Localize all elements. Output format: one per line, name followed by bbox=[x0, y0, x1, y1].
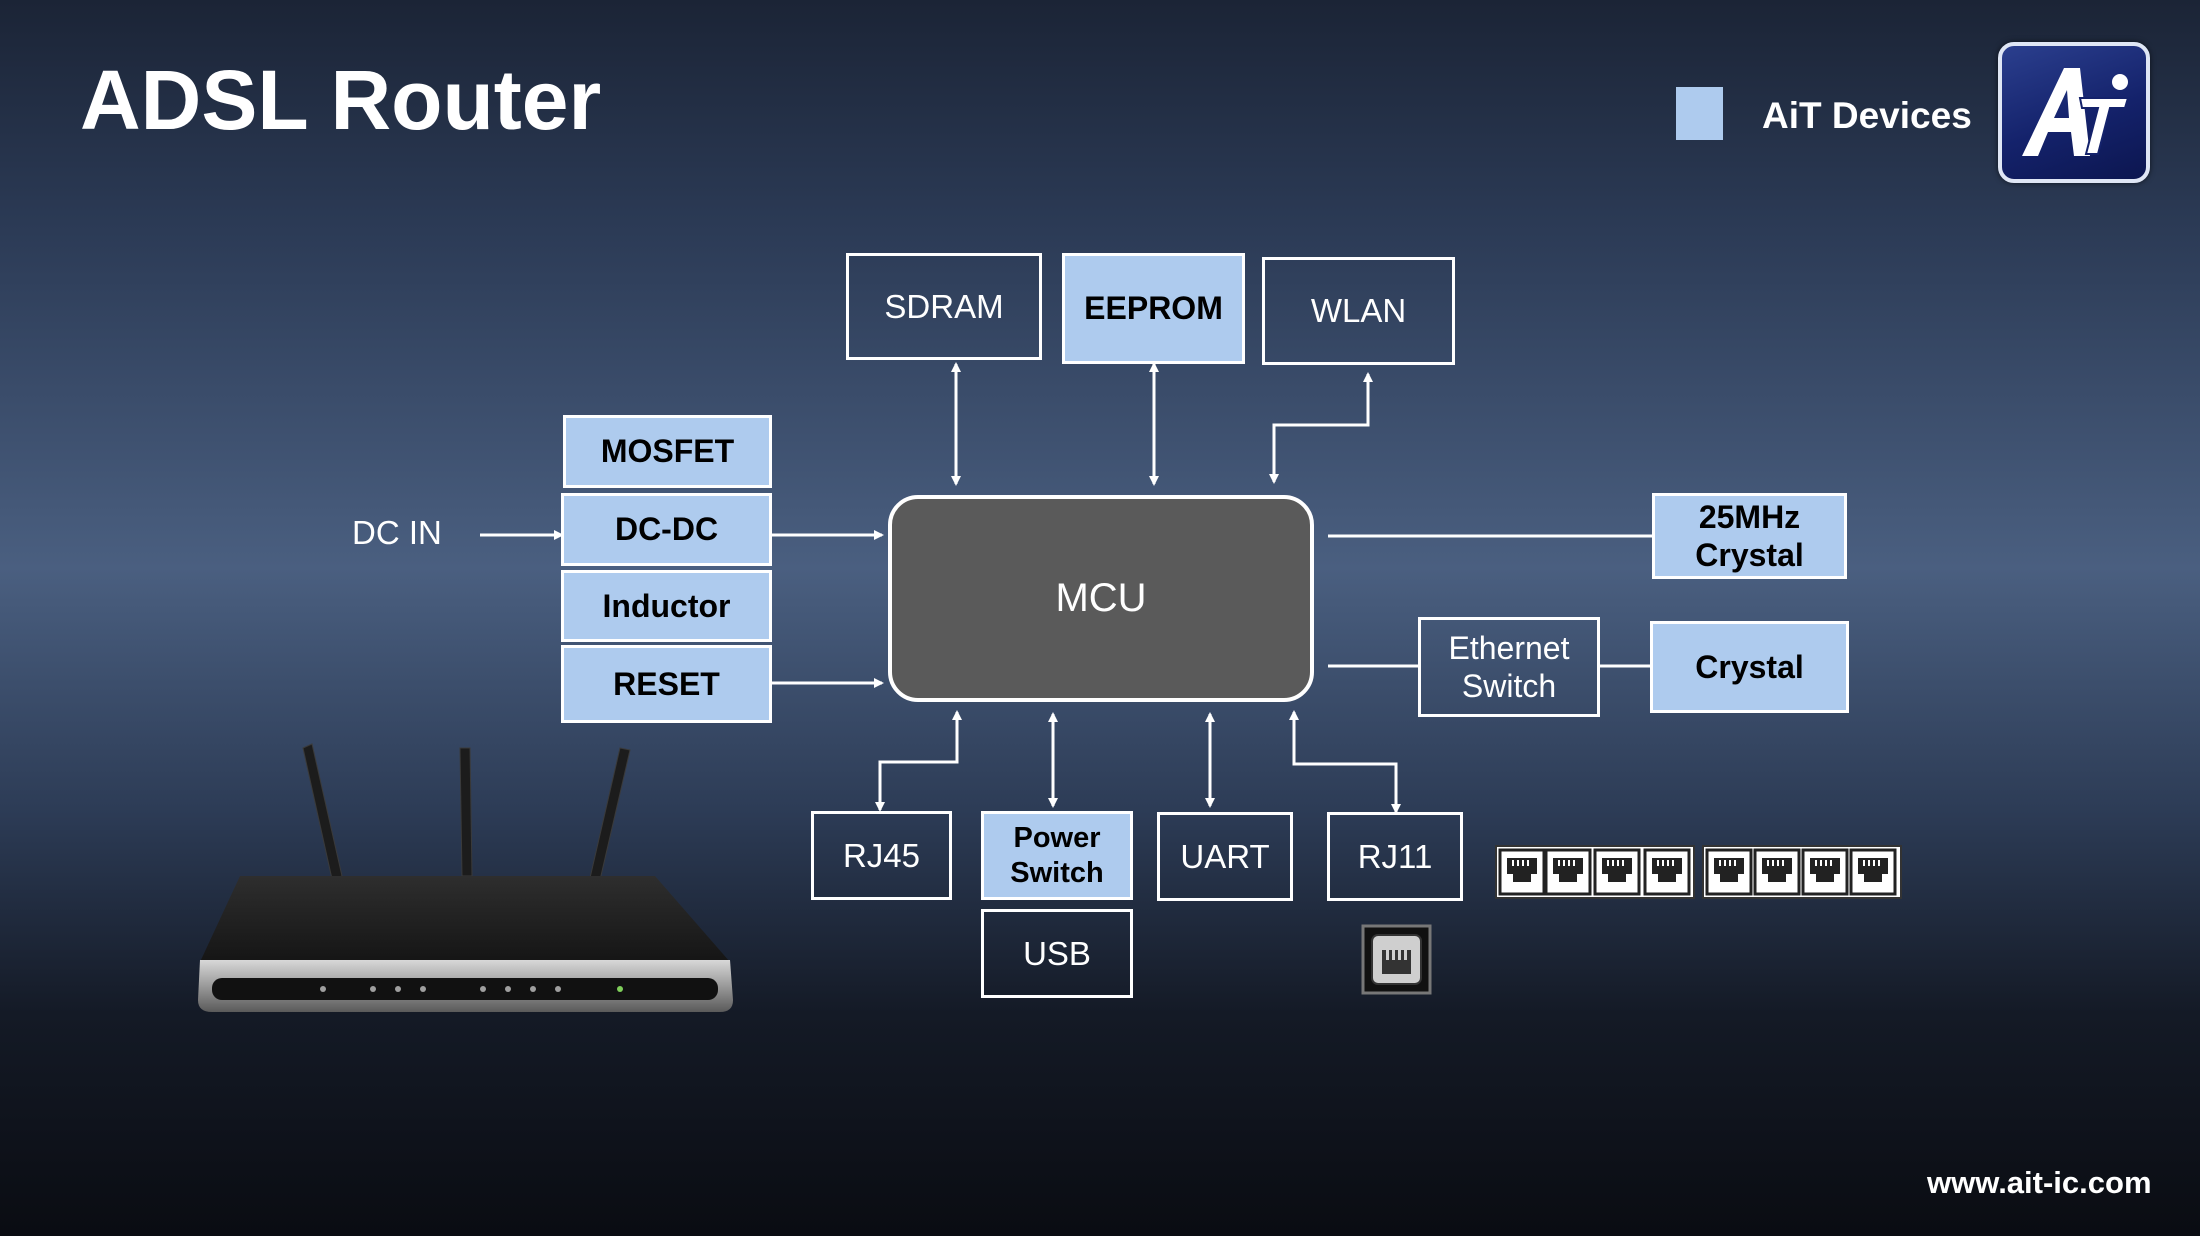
reset-block: RESET bbox=[561, 645, 772, 723]
dcdc-block: DC-DC bbox=[561, 493, 772, 566]
page-title: ADSL Router bbox=[80, 53, 602, 147]
inductor-block: Inductor bbox=[561, 570, 772, 642]
power-switch-block: Power Switch bbox=[981, 811, 1133, 900]
legend-label: AiT Devices bbox=[1762, 95, 1972, 136]
crystal-block: Crystal bbox=[1650, 621, 1849, 713]
legend-swatch bbox=[1676, 87, 1723, 140]
sdram-block: SDRAM bbox=[846, 253, 1042, 360]
rj45-mcu-line bbox=[875, 710, 962, 812]
wlan-mcu-line bbox=[1269, 372, 1373, 484]
rj11-block: RJ11 bbox=[1327, 812, 1463, 901]
usb-block: USB bbox=[981, 909, 1133, 998]
mosfet-block: MOSFET bbox=[563, 415, 772, 488]
wlan-block: WLAN bbox=[1262, 257, 1455, 365]
uart-block: UART bbox=[1157, 812, 1293, 901]
eeprom-block: EEPROM bbox=[1062, 253, 1245, 364]
rj11-mcu-line bbox=[1289, 710, 1401, 814]
mcu-block: MCU bbox=[888, 495, 1314, 702]
footer-url[interactable]: www.ait-ic.com bbox=[1927, 1165, 2152, 1200]
rj45-block: RJ45 bbox=[811, 811, 952, 900]
dc-in-label: DC IN bbox=[352, 514, 442, 551]
ait-logo-icon bbox=[1998, 42, 2150, 183]
ethernet-switch-block: Ethernet Switch bbox=[1418, 617, 1600, 717]
crystal-25mhz-block: 25MHz Crystal bbox=[1652, 493, 1847, 579]
